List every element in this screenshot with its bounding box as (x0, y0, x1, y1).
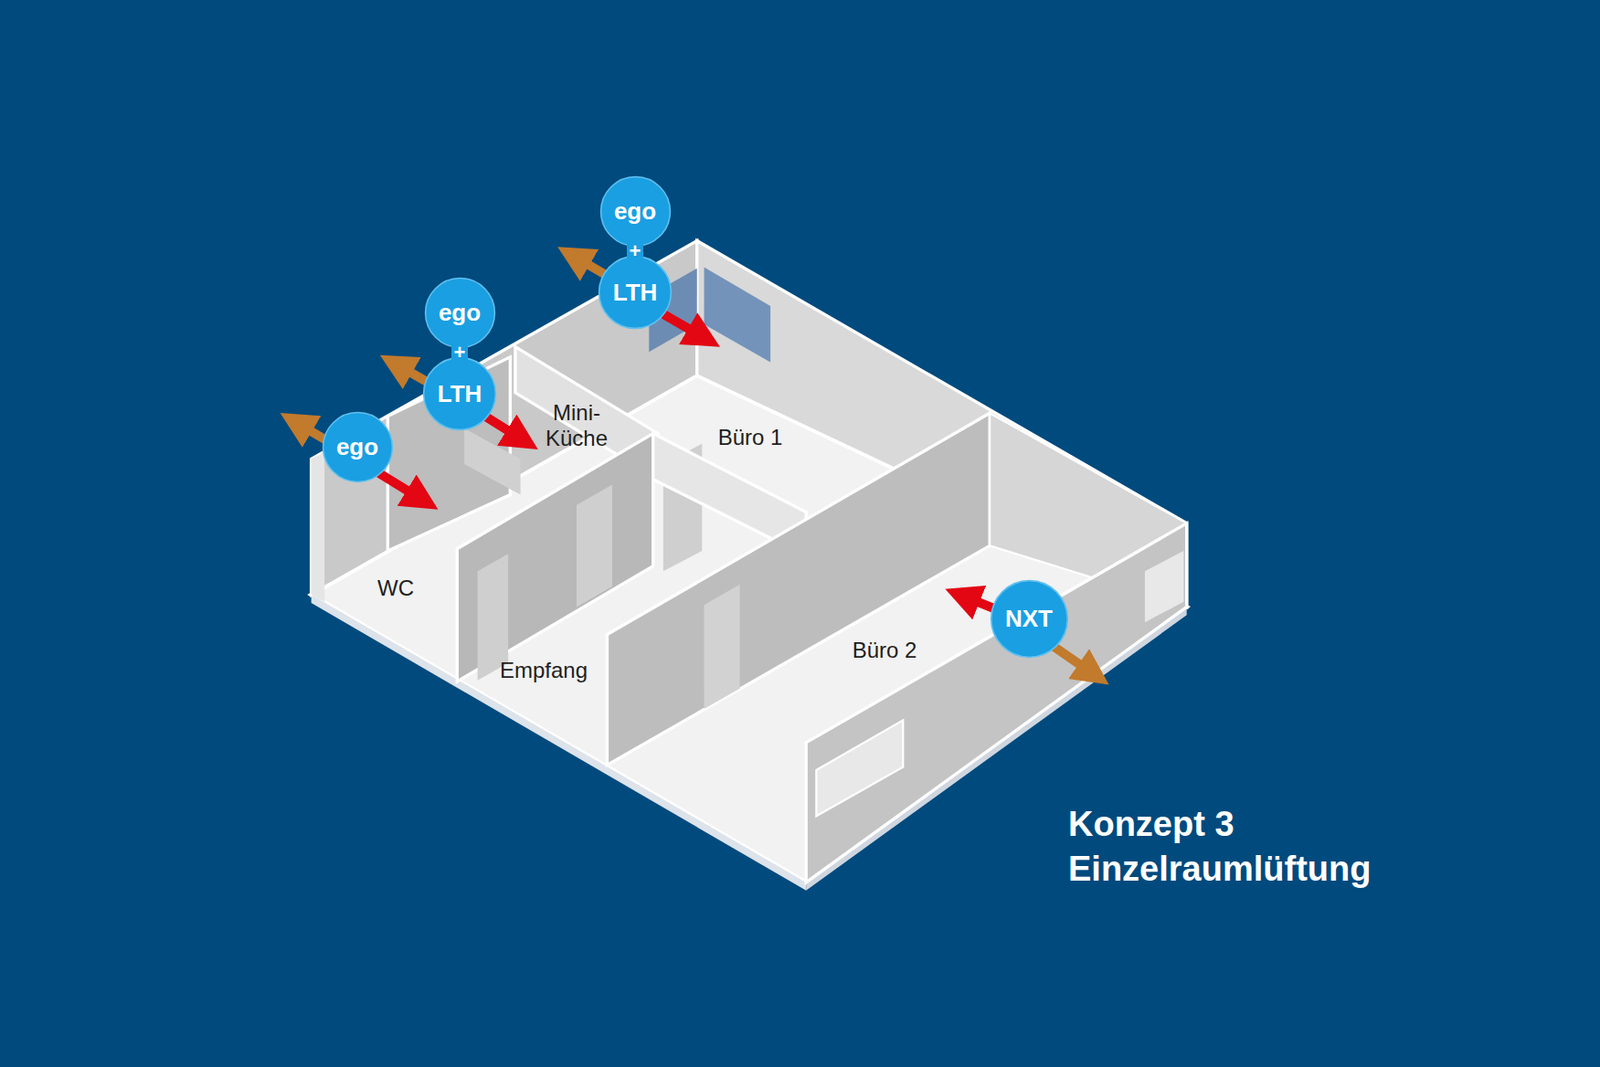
ventilation-unit-circle: NXT (989, 579, 1070, 659)
diagram-title: Konzept 3 Einzelraumlüftung (1068, 802, 1434, 893)
plus-sign: + (626, 241, 645, 262)
room-label: Büro 2 (852, 637, 918, 664)
ventilation-unit-circle: ego (321, 411, 394, 484)
room-label: Empfang (499, 657, 588, 684)
ventilation-unit-circle: LTH (597, 254, 673, 330)
unit-label: LTH (437, 381, 483, 406)
unit-label: ego (438, 300, 481, 325)
unit-label: NXT (1005, 606, 1053, 631)
unit-label: ego (336, 434, 379, 459)
room-label: WC (377, 575, 414, 602)
unit-label: LTH (613, 280, 658, 305)
ventilation-unit-circle: LTH (422, 356, 498, 432)
room-label: Büro 1 (718, 424, 784, 451)
plus-sign: + (451, 342, 469, 363)
unit-label: ego (614, 199, 657, 223)
ventilation-unit-circle: ego (599, 175, 672, 248)
room-label: Mini- Küche (540, 400, 614, 451)
ventilation-unit-circle: ego (423, 276, 497, 350)
